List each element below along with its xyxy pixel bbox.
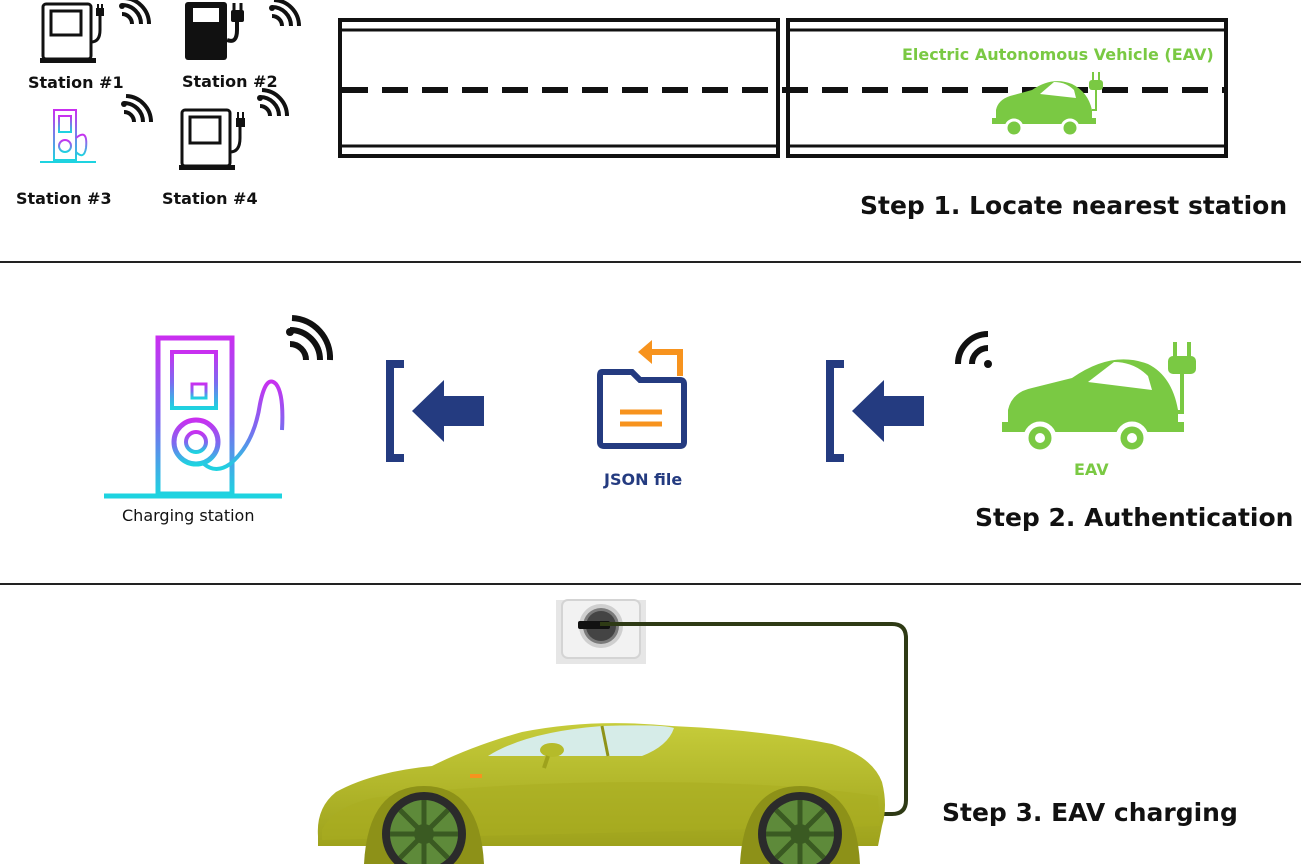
wall-socket-icon <box>556 599 646 664</box>
eav-label: EAV <box>1074 460 1109 479</box>
station-1-label: Station #1 <box>28 73 124 92</box>
station-3-label: Station #3 <box>16 189 112 208</box>
charging-station-icon <box>104 335 285 499</box>
json-file-icon <box>597 340 687 449</box>
step1-title: Step 1. Locate nearest station <box>860 191 1288 220</box>
wifi-signal-icon <box>257 88 289 117</box>
car-wheel <box>758 792 842 864</box>
wifi-signal-icon <box>955 331 992 368</box>
eav-vehicle-icon <box>1002 342 1196 455</box>
station-3-icon <box>40 109 96 163</box>
sports-car-illustration <box>317 723 885 864</box>
step3-title: Step 3. EAV charging <box>942 798 1238 827</box>
json-file-label: JSON file <box>604 470 683 489</box>
charging-station-label: Charging station <box>122 506 255 525</box>
station-4-icon <box>179 108 245 170</box>
station-2-label: Station #2 <box>182 72 278 91</box>
wifi-signal-icon <box>286 315 334 361</box>
station-1-icon <box>40 2 104 63</box>
eav-vehicle-icon <box>992 72 1103 138</box>
wifi-signal-icon <box>269 0 301 27</box>
arrow-import-icon <box>826 360 924 462</box>
section-divider <box>0 583 1301 585</box>
step2-title: Step 2. Authentication <box>975 503 1294 532</box>
wifi-signal-icon <box>119 0 151 25</box>
charging-cable <box>600 622 908 816</box>
station-2-icon <box>185 2 244 60</box>
eav-label-road: Electric Autonomous Vehicle (EAV) <box>902 45 1214 64</box>
arrow-import-icon <box>386 360 484 462</box>
car-wheel <box>382 792 466 864</box>
wifi-signal-icon <box>121 94 153 123</box>
section-divider <box>0 261 1301 263</box>
station-4-label: Station #4 <box>162 189 258 208</box>
